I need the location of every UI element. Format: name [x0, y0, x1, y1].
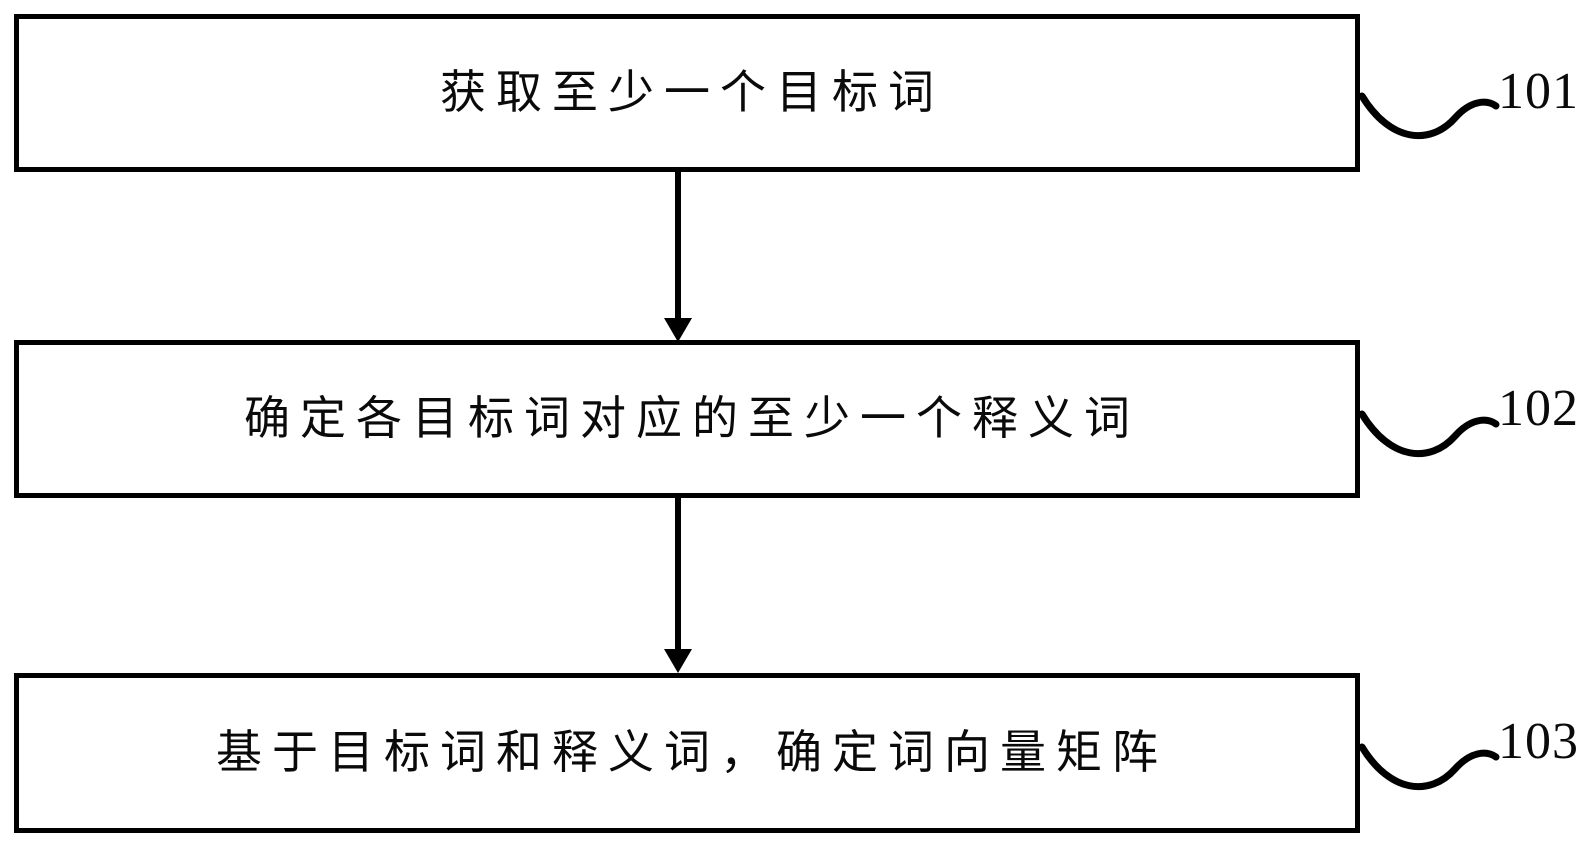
flow-step-box-102: 确定各目标词对应的至少一个释义词: [14, 340, 1360, 498]
leader-line-102: [1358, 410, 1500, 458]
flow-step-label-101: 获取至少一个目标词: [440, 66, 944, 118]
flow-step-label-102: 确定各目标词对应的至少一个释义词: [244, 392, 1140, 444]
down-arrow-icon-102-to-103: [664, 497, 692, 673]
reference-number-102: 102: [1498, 380, 1579, 437]
leader-line-103: [1358, 743, 1500, 791]
down-arrow-icon-101-to-102: [664, 172, 692, 342]
reference-number-103: 103: [1498, 713, 1579, 770]
flow-step-box-103: 基于目标词和释义词，确定词向量矩阵: [14, 673, 1360, 833]
flow-step-label-103: 基于目标词和释义词，确定词向量矩阵: [216, 726, 1168, 778]
leader-line-101: [1358, 92, 1500, 140]
flow-step-box-101: 获取至少一个目标词: [14, 14, 1360, 172]
reference-number-101: 101: [1498, 63, 1579, 120]
